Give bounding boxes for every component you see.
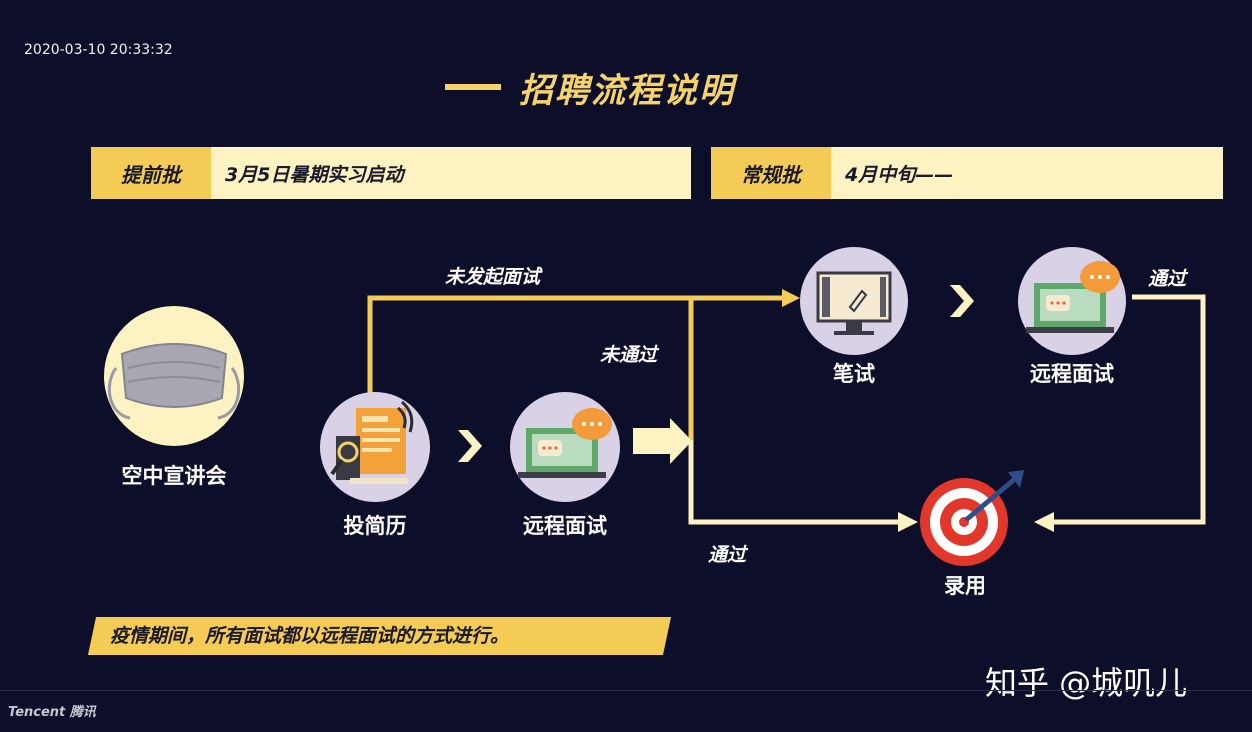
notice-text: 疫情期间，所有面试都以远程面试的方式进行。 bbox=[110, 625, 510, 647]
batch-early: 提前批 3月5日暑期实习启动 bbox=[91, 147, 691, 199]
laptop-chat-icon bbox=[518, 408, 612, 478]
brand-logo: Tencent 腾讯 bbox=[8, 705, 96, 720]
batch-early-label: 提前批 bbox=[91, 147, 211, 199]
flow-label-passed-bottom: 通过 bbox=[708, 544, 747, 566]
remote-interview-2-label: 远程面试 bbox=[1030, 362, 1114, 386]
hired-label: 录用 bbox=[944, 574, 986, 598]
batch-early-desc: 3月5日暑期实习启动 bbox=[211, 147, 691, 199]
remote-interview-1-label: 远程面试 bbox=[523, 514, 607, 538]
mask-icon bbox=[107, 343, 241, 420]
path-passed-right bbox=[1052, 294, 1206, 525]
page-title: 招聘流程说明 bbox=[519, 70, 735, 111]
flow-label-not-passed: 未通过 bbox=[600, 344, 658, 366]
written-test-label: 笔试 bbox=[833, 362, 875, 386]
chevron-icon bbox=[950, 285, 974, 317]
flow-label-passed-right: 通过 bbox=[1148, 268, 1187, 290]
batch-regular-label: 常规批 bbox=[711, 147, 831, 199]
remote-interview-2-node bbox=[1018, 247, 1126, 355]
path-not-initiated bbox=[367, 295, 782, 395]
arrowhead-to-hired-right bbox=[1034, 512, 1054, 532]
target-icon bbox=[920, 470, 1024, 566]
air-talk-node bbox=[104, 306, 244, 446]
written-test-node bbox=[800, 247, 908, 355]
submit-resume-node bbox=[320, 392, 430, 502]
chevron-icon bbox=[458, 430, 482, 462]
title-dash bbox=[445, 84, 501, 90]
monitor-pen-icon bbox=[816, 271, 892, 335]
watermark: 知乎 @城叽儿 bbox=[985, 664, 1188, 702]
hired-node bbox=[916, 470, 1031, 570]
path-passed-bottom bbox=[688, 440, 900, 525]
remote-interview-1-node bbox=[510, 392, 620, 502]
batch-regular-desc: 4月中旬—— bbox=[831, 147, 1223, 199]
resume-icon bbox=[330, 400, 414, 484]
block-arrow bbox=[633, 418, 692, 464]
air-talk-label: 空中宣讲会 bbox=[121, 464, 227, 488]
title-block: 招聘流程说明 bbox=[445, 62, 735, 112]
timestamp: 2020-03-10 20:33:32 bbox=[24, 42, 173, 58]
footer-divider bbox=[0, 690, 1252, 691]
arrowhead-to-written-test bbox=[782, 289, 800, 307]
laptop-chat-icon bbox=[1026, 261, 1120, 333]
flow-label-not-initiated: 未发起面试 bbox=[445, 266, 541, 288]
arrowhead-to-hired-left bbox=[898, 512, 918, 532]
submit-resume-label: 投简历 bbox=[343, 514, 407, 538]
batch-regular: 常规批 4月中旬—— bbox=[711, 147, 1223, 199]
